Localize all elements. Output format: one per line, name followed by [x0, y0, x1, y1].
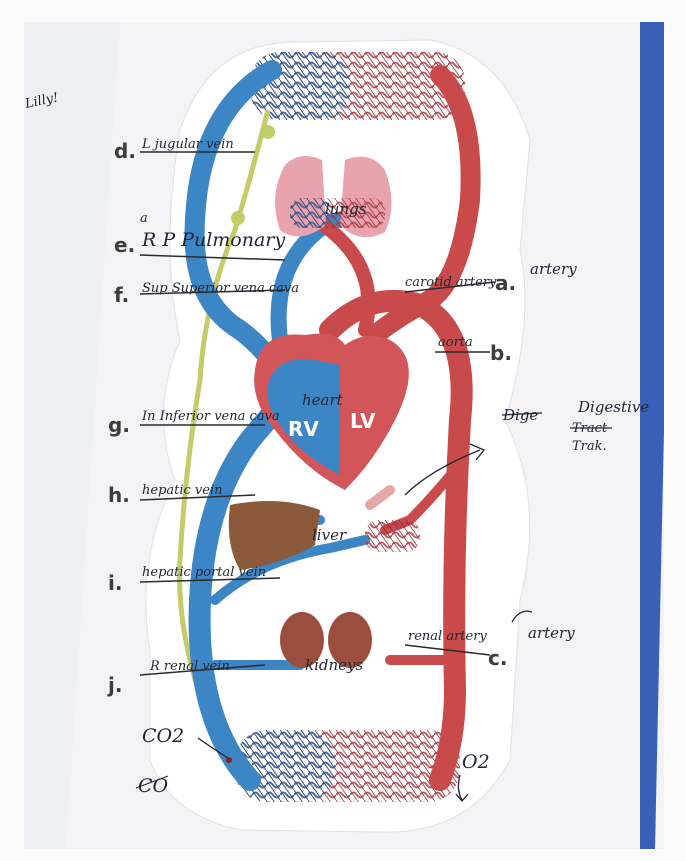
lungs-label: lungs: [325, 200, 367, 218]
digestive-text: Digestive: [577, 398, 649, 416]
heart-label: heart: [302, 391, 344, 409]
label-letter-g: g.: [108, 413, 130, 437]
tract-text: Trak.: [572, 439, 607, 454]
label-prefix-e: a: [140, 211, 148, 226]
label-letter-h: h.: [108, 483, 130, 507]
label-text-f: Sup Superior vena cava: [142, 281, 299, 296]
label-letter-b: b.: [490, 341, 512, 365]
label-letter-a: a.: [495, 271, 516, 295]
label-text-h: hepatic vein: [142, 483, 223, 498]
liver-label: liver: [312, 526, 347, 544]
label-letter-j: j.: [107, 673, 122, 697]
label-text-e: R P Pulmonary: [141, 229, 285, 251]
label-note-a: artery: [530, 260, 577, 278]
rv-label: RV: [288, 417, 319, 441]
label-text-i: hepatic portal vein: [142, 565, 266, 580]
co2-text: CO2: [142, 725, 184, 747]
digestive-capillaries: [365, 520, 420, 552]
label-text-b: aorta: [438, 335, 473, 350]
label-text-g: In Inferior vena cava: [141, 409, 280, 424]
label-letter-d: d.: [114, 139, 136, 163]
label-letter-e: e.: [114, 233, 135, 257]
label-text-a: carotid artery: [405, 275, 497, 290]
kidneys-label: kidneys: [305, 656, 364, 674]
label-note-c: artery: [528, 624, 575, 642]
label-text-c: renal artery: [408, 629, 487, 644]
lv-label: LV: [350, 409, 376, 433]
o2-text: O2: [462, 751, 490, 773]
label-letter-c: c.: [488, 646, 507, 670]
label-text-j: R renal vein: [149, 659, 230, 674]
label-letter-f: f.: [114, 283, 129, 307]
label-text-d: L jugular vein: [141, 137, 234, 152]
label-letter-i: i.: [108, 571, 122, 595]
